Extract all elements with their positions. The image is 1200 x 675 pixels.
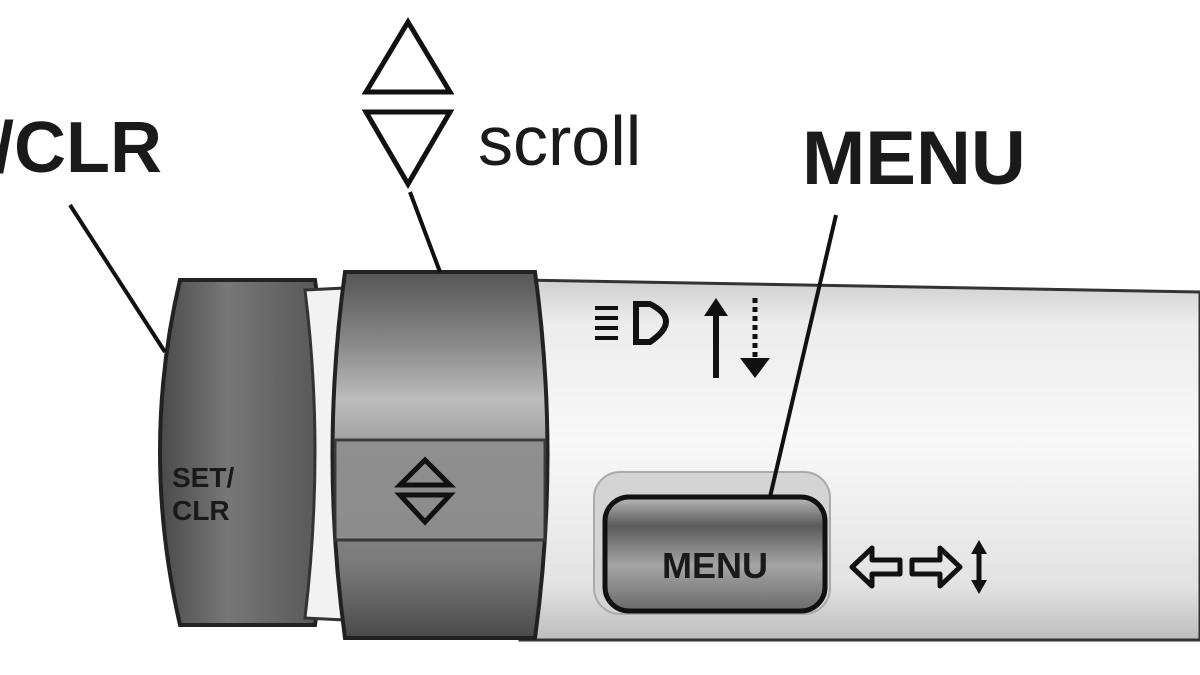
callout-menu: MENU <box>802 116 1026 201</box>
scroll-down-triangle-icon <box>361 109 455 189</box>
scroll-wheel-up-icon <box>393 456 457 488</box>
scroll-wheel-center-band <box>333 438 547 542</box>
scroll-up-triangle-icon <box>361 17 455 95</box>
set-clr-ring[interactable] <box>158 278 330 627</box>
leader-line-menu <box>768 214 838 498</box>
callout-set-clr: /CLR <box>0 108 162 188</box>
scroll-wheel-down-icon <box>394 492 456 526</box>
set-clr-label-line2: CLR <box>172 495 230 526</box>
menu-button-label: MENU <box>662 545 768 586</box>
set-clr-label-line1: SET/ <box>172 462 234 493</box>
leader-line-set-clr <box>68 203 167 354</box>
leader-line-scroll <box>408 191 442 273</box>
arrow-up-icon <box>704 298 728 378</box>
arrow-updown-icon <box>971 540 987 594</box>
arrow-left-outline-icon <box>849 545 903 589</box>
menu-button[interactable] <box>602 494 828 614</box>
callout-scroll: scroll <box>478 102 641 180</box>
arrow-right-outline-icon <box>909 545 963 589</box>
headlamp-icon <box>595 301 669 345</box>
arrow-down-dashed-icon <box>740 298 770 378</box>
